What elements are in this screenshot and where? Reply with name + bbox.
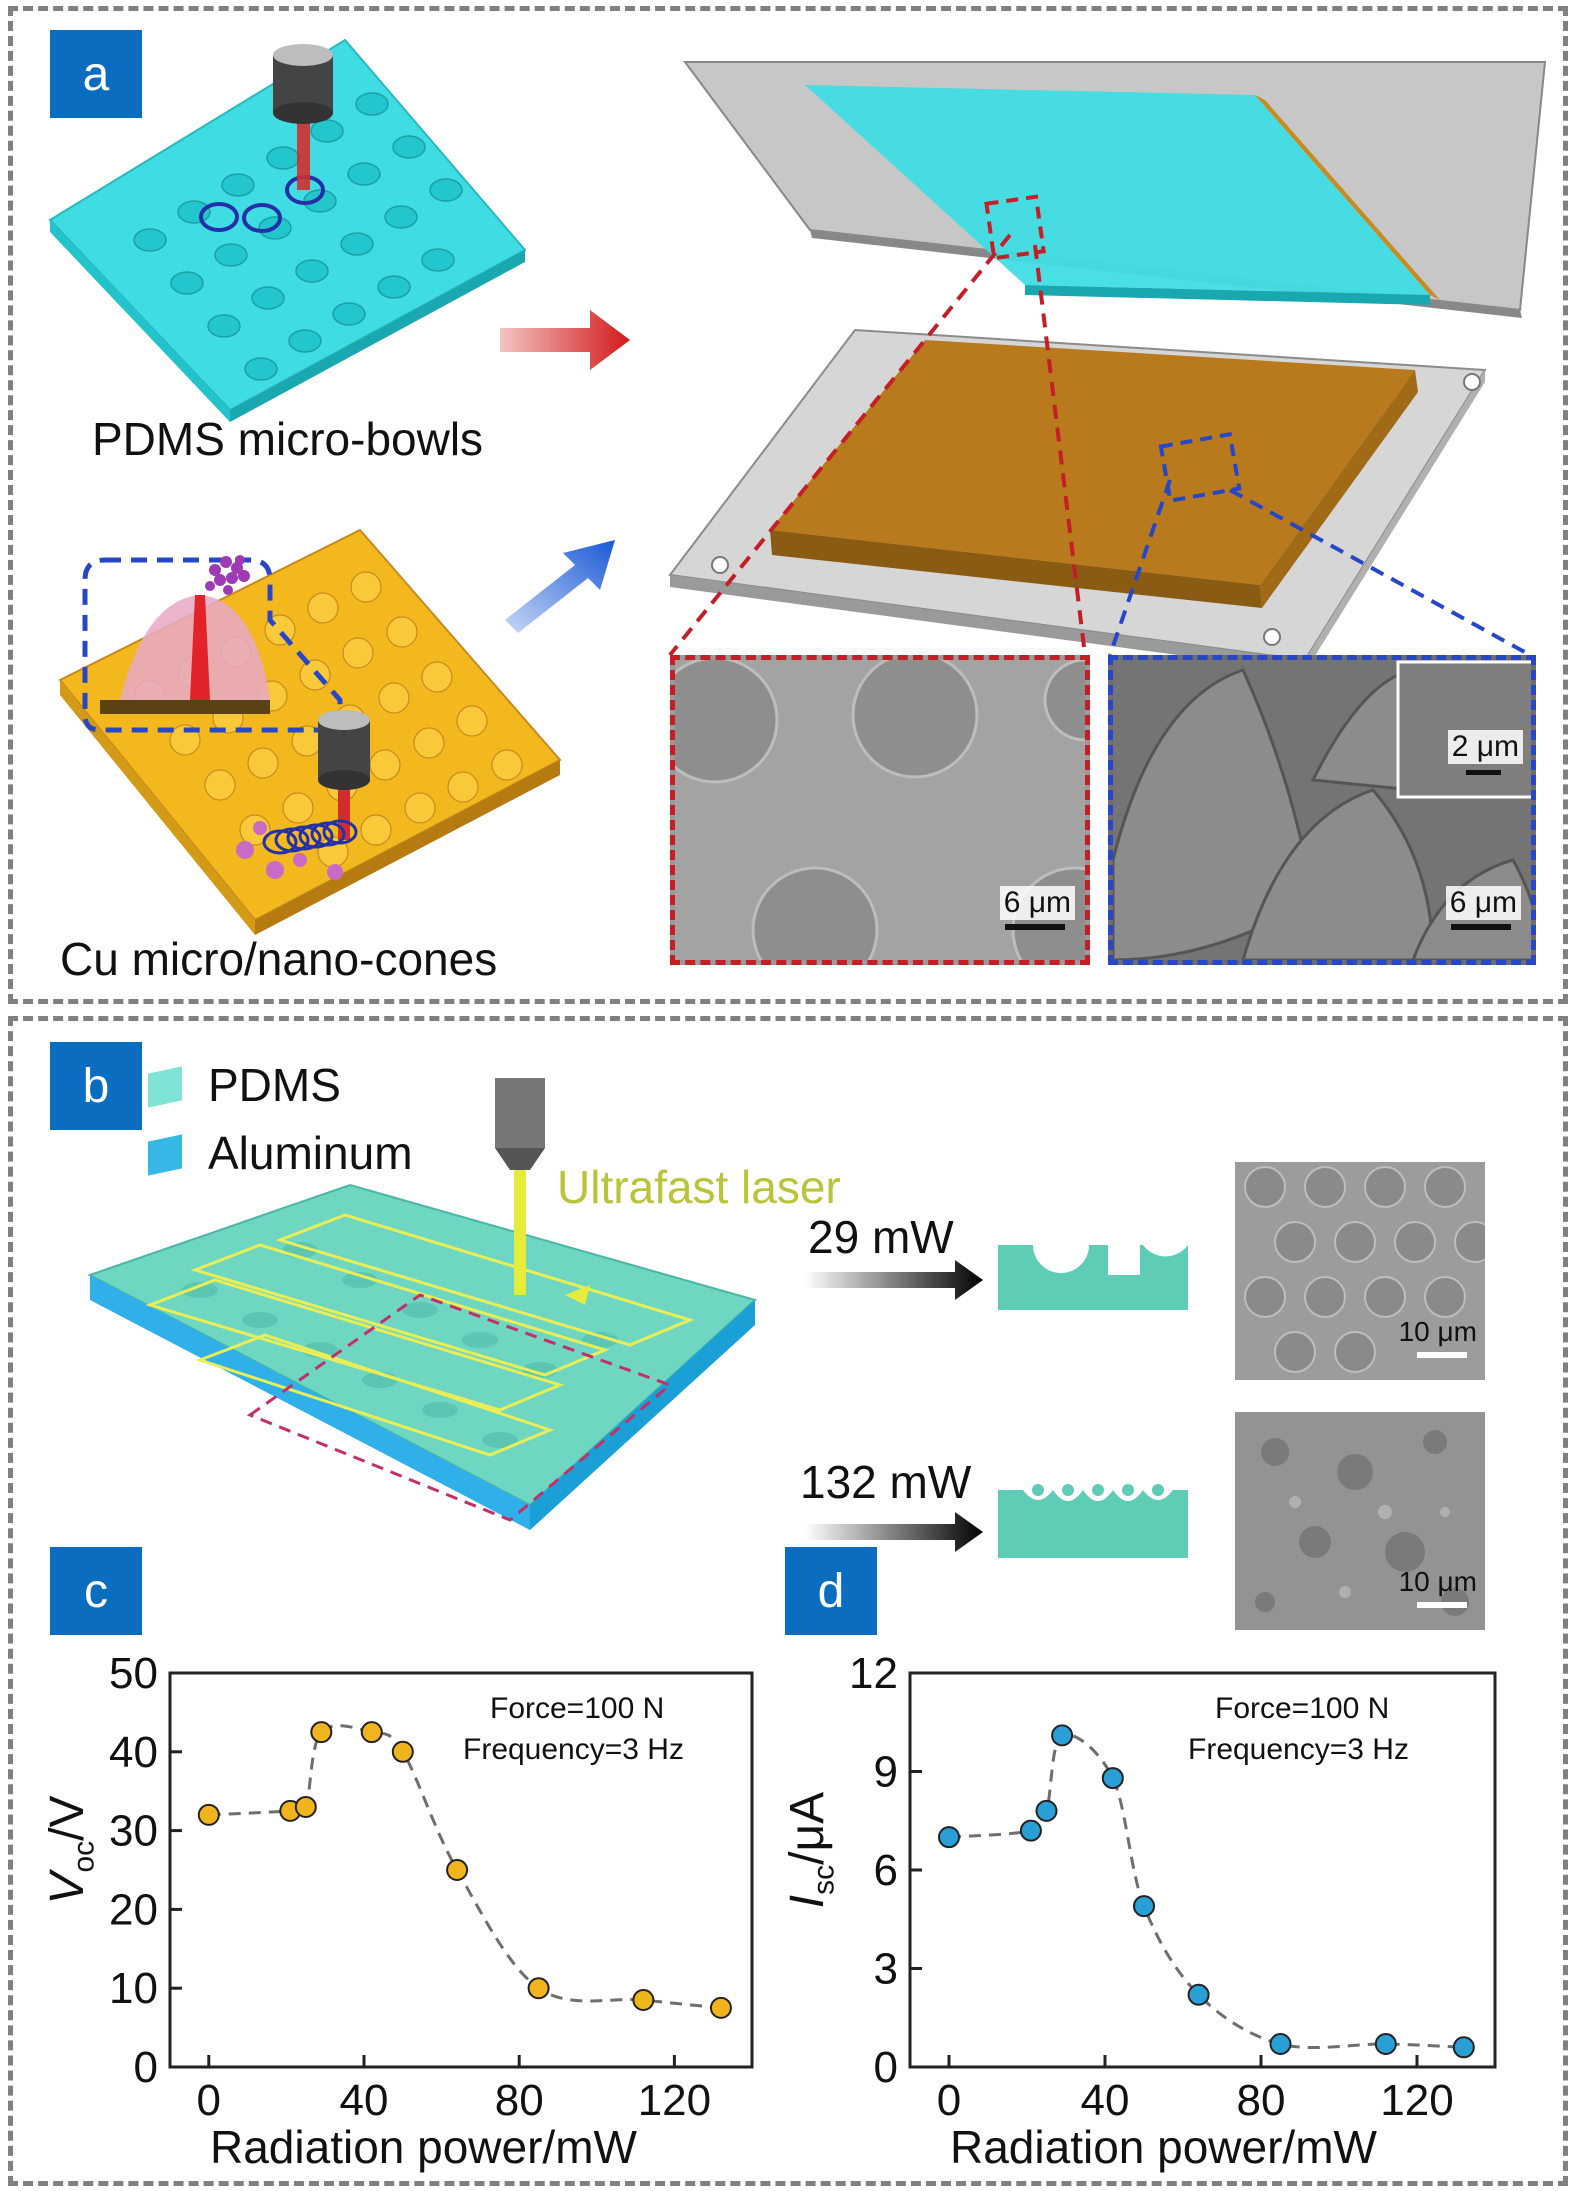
- isc-fit-line: [948, 1732, 1464, 2050]
- chart-c-ylabel-main: V: [41, 1872, 94, 1905]
- power-high-label: 132 mW: [800, 1456, 972, 1508]
- chart-d-ylabel-unit: /μA: [781, 1791, 834, 1865]
- voc-xtick-label: 0: [197, 2076, 221, 2125]
- scale-label-a-left: 6 μm: [999, 886, 1075, 920]
- isc-xtick-label: 120: [1380, 2076, 1453, 2125]
- chart-d-ylabel-main: I: [781, 1894, 834, 1909]
- legend-pdms-label: PDMS: [208, 1059, 341, 1111]
- pdms-bowls-illustration: [48, 38, 527, 422]
- panel-a-tag: a: [50, 30, 142, 118]
- voc-data-point: [197, 1803, 220, 1826]
- panel-a-frame: [8, 6, 1568, 1004]
- isc-data-point: [1019, 1819, 1042, 1842]
- isc-xtick-label: 80: [1237, 2076, 1286, 2125]
- isc-xtick-label: 0: [937, 2076, 961, 2125]
- voc-data-point: [294, 1795, 317, 1818]
- voc-ytick-label: 10: [109, 1964, 158, 2013]
- chart-c-ylabel-unit: /V: [41, 1795, 94, 1841]
- isc-ytick-label: 0: [874, 2043, 898, 2092]
- laser-scan-illustration: [87, 1078, 758, 1530]
- power-high-arrow-icon: [805, 1512, 983, 1552]
- isc-ytick-label: 12: [849, 1649, 898, 1698]
- profile-low-icon: [998, 1245, 1188, 1310]
- panel-bcd-frame: [8, 1016, 1568, 2186]
- voc-data-point: [446, 1859, 469, 1881]
- pdms-bowls-label: PDMS micro-bowls: [92, 413, 484, 465]
- scale-label-b-high: 10 μm: [1398, 1566, 1477, 1597]
- chart-d-xlabel: Radiation power/mW: [950, 2121, 1377, 2173]
- voc-xtick-label: 80: [495, 2076, 544, 2125]
- panel-c-tag: c: [50, 1547, 142, 1635]
- isc-xtick-label: 40: [1081, 2076, 1130, 2125]
- scale-label-a-right: 6 μm: [1445, 886, 1521, 920]
- chart-voc: 0 40 80 120 0 10 20 30 40 50: [109, 1649, 754, 2125]
- scale-label-b-low: 10 μm: [1398, 1316, 1477, 1347]
- isc-ytick-label: 6: [874, 1846, 898, 1895]
- legend-pdms: PDMS: [148, 1058, 508, 1114]
- chart-d-ylabel: Isc/μA: [780, 1740, 841, 1960]
- isc-data-point: [1101, 1767, 1124, 1790]
- cu-cones-label: Cu micro/nano-cones: [60, 933, 498, 985]
- isc-data-point: [1269, 2033, 1292, 2056]
- voc-data-point: [391, 1740, 414, 1763]
- cu-cones-illustration: [58, 528, 562, 935]
- voc-ytick-label: 30: [109, 1807, 158, 1856]
- chart-c-xlabel: Radiation power/mW: [210, 2121, 637, 2173]
- chart-c-annotation-1: Force=100 N: [490, 1692, 665, 1725]
- voc-ytick-label: 50: [109, 1649, 158, 1698]
- isc-data-point: [938, 1826, 960, 1849]
- voc-ytick-label: 40: [109, 1728, 158, 1777]
- voc-ytick-label: 20: [109, 1885, 158, 1934]
- chart-d-annotation-2: Frequency=3 Hz: [1188, 1733, 1409, 1766]
- red-arrow-icon: [500, 310, 630, 370]
- profile-high-icon: [998, 1484, 1188, 1558]
- power-low-label: 29 mW: [808, 1211, 954, 1263]
- voc-ytick-label: 0: [134, 2043, 158, 2092]
- laser-label: Ultrafast laser: [557, 1161, 841, 1213]
- isc-data-point: [1187, 1983, 1210, 2006]
- sem-image-cu-cones: 6 μm 2 μm: [1108, 655, 1536, 965]
- voc-data-point: [709, 1996, 732, 2019]
- voc-data-point: [360, 1721, 383, 1744]
- isc-ytick-label: 9: [874, 1748, 898, 1797]
- voc-data-point: [632, 1989, 655, 2012]
- chart-d-ylabel-sub: sc: [807, 1864, 841, 1895]
- isc-ytick-label: 3: [874, 1945, 898, 1994]
- voc-xtick-label: 40: [340, 2076, 389, 2125]
- voc-data-point: [310, 1721, 333, 1744]
- isc-data-point: [1452, 2036, 1475, 2059]
- isc-data-point: [1035, 1799, 1058, 1822]
- sem-image-132mw: 10 μm: [1235, 1412, 1485, 1630]
- panel-b-tag: b: [50, 1042, 142, 1130]
- voc-data-point: [527, 1977, 550, 2000]
- tribo-assembly-illustration: [668, 61, 1547, 672]
- panel-d-tag: d: [785, 1547, 877, 1635]
- legend-aluminum: Aluminum: [148, 1126, 508, 1182]
- voc-xtick-label: 120: [638, 2076, 711, 2125]
- sem-image-pdms-bowls: 6 μm: [670, 655, 1090, 965]
- chart-c-ylabel: Voc/V: [40, 1740, 101, 1960]
- isc-data-point: [1051, 1724, 1074, 1747]
- legend-aluminum-label: Aluminum: [208, 1127, 413, 1179]
- voc-plot-frame: [168, 1671, 754, 2069]
- power-low-arrow-icon: [805, 1260, 983, 1300]
- blue-arrow-icon: [505, 540, 615, 633]
- chart-c-ylabel-sub: oc: [67, 1840, 101, 1873]
- chart-d-annotation-1: Force=100 N: [1215, 1692, 1390, 1725]
- isc-data-point: [1374, 2033, 1397, 2056]
- chart-c-annotation-2: Frequency=3 Hz: [463, 1733, 684, 1766]
- sem-image-29mw: 10 μm: [1235, 1162, 1485, 1380]
- isc-data-point: [1133, 1895, 1155, 1918]
- scale-label-a-inset: 2 μm: [1447, 730, 1523, 764]
